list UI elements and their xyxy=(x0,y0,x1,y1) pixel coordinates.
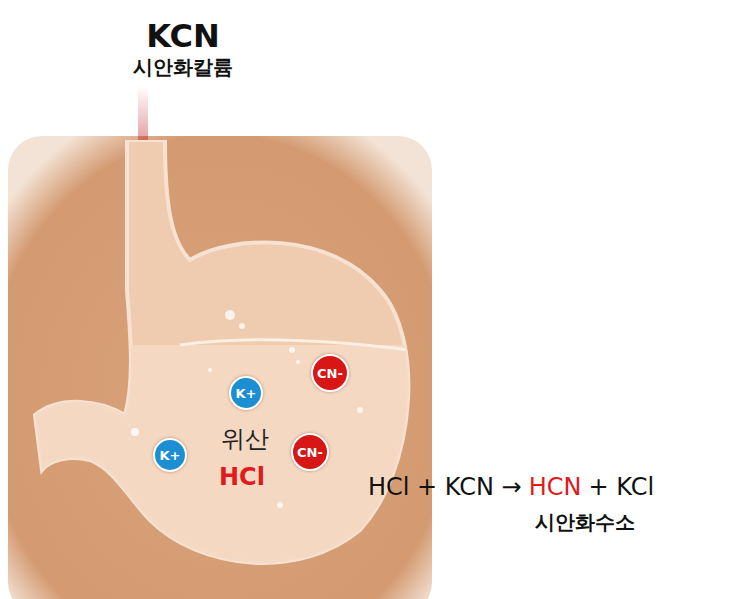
equation-product: HCN xyxy=(529,474,582,502)
bubble xyxy=(131,428,139,436)
ion-symbol: CN- xyxy=(297,446,323,459)
acid-formula: HCl xyxy=(219,464,265,492)
bubble xyxy=(289,347,295,353)
stomach: 위산 HCl K+ CN- K+ CN- xyxy=(30,140,420,570)
cyanide-ion: CN- xyxy=(311,354,349,392)
ion-symbol: K+ xyxy=(160,449,181,462)
bubble xyxy=(225,310,235,320)
equation-part: + KCl xyxy=(588,474,654,502)
fluid-surface xyxy=(180,340,410,350)
bubble xyxy=(239,323,245,329)
cyanide-ion: CN- xyxy=(291,433,329,471)
equation-part: HCl + KCN → xyxy=(368,474,522,502)
compound-name: 시안화칼륨 xyxy=(133,56,233,79)
bubble xyxy=(357,407,363,413)
ion-symbol: CN- xyxy=(317,367,343,380)
product-name: 시안화수소 xyxy=(535,511,635,534)
equation-row: HCl + KCN →HCN+ KCl xyxy=(368,474,654,502)
potassium-ion: K+ xyxy=(229,376,263,410)
bubble xyxy=(296,360,300,364)
ion-symbol: K+ xyxy=(236,387,257,400)
potassium-ion: K+ xyxy=(153,438,187,472)
bubble xyxy=(277,502,283,508)
bubble xyxy=(208,368,212,372)
acid-label: 위산 xyxy=(221,426,269,454)
compound-formula: KCN xyxy=(146,18,220,55)
gastric-fluid xyxy=(30,345,420,570)
stomach-outline xyxy=(30,140,420,570)
